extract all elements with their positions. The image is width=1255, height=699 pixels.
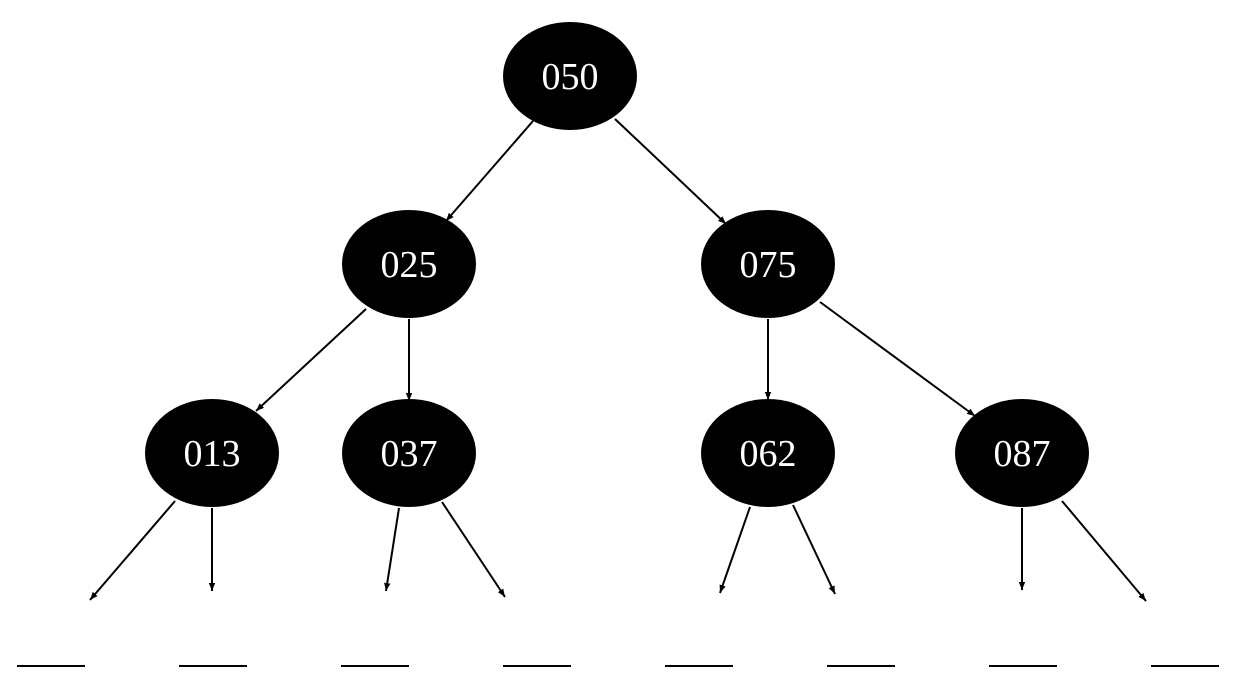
tree-node-050: 050 bbox=[503, 22, 637, 130]
nodes-layer: 050 025 075 013 037 062 087 bbox=[145, 22, 1089, 507]
edge-n050-n075 bbox=[614, 118, 727, 225]
node-label: 062 bbox=[740, 433, 797, 475]
edge-n013-slot1 bbox=[89, 500, 176, 601]
tree-node-013: 013 bbox=[145, 399, 279, 507]
edge-n050-n025 bbox=[445, 120, 534, 222]
node-label: 050 bbox=[542, 56, 599, 98]
tree-node-037: 037 bbox=[342, 399, 476, 507]
edge-n025-n013 bbox=[255, 308, 367, 412]
node-ellipse bbox=[342, 210, 476, 318]
node-label: 013 bbox=[184, 433, 241, 475]
edge-n075-n087 bbox=[819, 301, 976, 417]
node-label: 087 bbox=[994, 433, 1051, 475]
node-ellipse bbox=[701, 399, 835, 507]
edges-layer bbox=[89, 118, 1147, 602]
node-ellipse bbox=[503, 22, 637, 130]
node-ellipse bbox=[145, 399, 279, 507]
node-ellipse bbox=[342, 399, 476, 507]
node-label: 075 bbox=[740, 244, 797, 286]
tree-node-075: 075 bbox=[701, 210, 835, 318]
edge-n062-slot5 bbox=[719, 506, 751, 594]
tree-node-087: 087 bbox=[955, 399, 1089, 507]
node-label: 037 bbox=[381, 433, 438, 475]
node-ellipse bbox=[701, 210, 835, 318]
node-label: 025 bbox=[381, 244, 438, 286]
tree-node-025: 025 bbox=[342, 210, 476, 318]
edge-n062-slot6 bbox=[792, 504, 836, 595]
edge-n087-slot8 bbox=[1061, 500, 1147, 602]
tree-node-062: 062 bbox=[701, 399, 835, 507]
edge-n037-slot4 bbox=[441, 501, 506, 598]
node-ellipse bbox=[955, 399, 1089, 507]
edge-n037-slot3 bbox=[384, 507, 400, 592]
